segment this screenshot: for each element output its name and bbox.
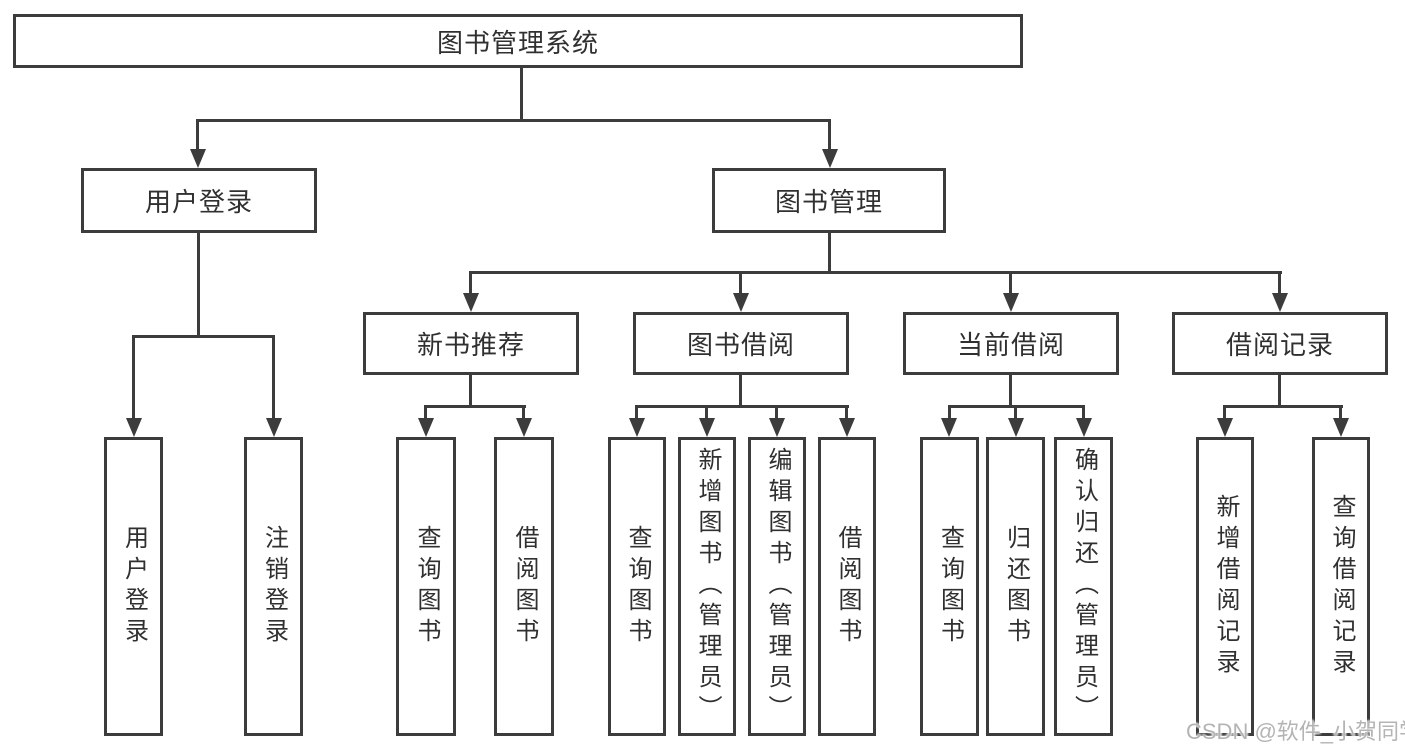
arrowhead-down-icon	[1008, 418, 1024, 437]
node-user-login: 用户登录	[81, 168, 317, 233]
leaf-user-login: 用户登录	[104, 437, 163, 736]
connector-drop-leaf	[705, 405, 708, 422]
node-book-borrow: 图书借阅	[633, 312, 849, 375]
leaf-query-books-label: 查询图书	[624, 524, 651, 649]
leaf-query-books-label: 查询图书	[936, 524, 964, 649]
arrowhead-down-icon	[733, 293, 749, 312]
leaf-confirm-return-admin-label: 确认归还（管理员）	[1070, 447, 1098, 726]
connector-drop-leaf	[1339, 405, 1342, 422]
node-root-label: 图书管理系统	[436, 27, 599, 58]
connector-drop-book-management	[828, 119, 831, 152]
connector-drop-leaf	[635, 405, 638, 422]
connector-drop-leaf	[424, 405, 427, 422]
leaf-add-borrow-record: 新增借阅记录	[1196, 437, 1254, 736]
arrowhead-down-icon	[699, 418, 715, 437]
connector-drop-leaf	[1014, 405, 1017, 422]
arrowhead-down-icon	[941, 418, 957, 437]
arrowhead-down-icon	[463, 293, 479, 312]
node-book-management: 图书管理	[712, 168, 946, 233]
leaf-add-borrow-record-label: 新增借阅记录	[1212, 493, 1239, 680]
connector-book-borrow-trunk	[739, 375, 742, 407]
connector-user-login-trunk	[197, 232, 200, 338]
leaf-return-books: 归还图书	[986, 437, 1045, 736]
leaf-query-books-label: 查询图书	[413, 524, 440, 649]
connector-drop-user-login	[196, 119, 199, 152]
connector-drop-leaf	[775, 405, 778, 422]
arrowhead-down-icon	[1217, 418, 1233, 437]
arrowhead-down-icon	[1076, 418, 1092, 437]
connector-borrow-records-trunk	[1278, 375, 1281, 407]
connector-drop-leaf	[522, 405, 525, 422]
connector-borrow-records-branch	[1223, 405, 1343, 408]
node-current-borrow-label: 当前借阅	[956, 330, 1065, 360]
csdn-watermark: CSDN @软件_小贺同学	[1186, 719, 1405, 744]
node-new-book-recommend: 新书推荐	[363, 312, 579, 375]
connector-book-management-trunk	[828, 232, 831, 273]
node-user-login-label: 用户登录	[144, 187, 253, 217]
connector-drop-leaf	[948, 405, 951, 422]
node-borrow-records-label: 借阅记录	[1225, 330, 1334, 360]
arrowhead-down-icon	[516, 418, 532, 437]
leaf-edit-books-admin: 编辑图书（管理员）	[748, 437, 806, 736]
arrowhead-down-icon	[418, 418, 434, 437]
connector-root-trunk	[520, 67, 523, 120]
leaf-add-books-admin: 新增图书（管理员）	[678, 437, 736, 736]
connector-drop-borrow-records	[1278, 271, 1281, 296]
leaf-query-books: 查询图书	[396, 437, 456, 736]
arrowhead-down-icon	[266, 418, 282, 437]
connector-current-borrow-trunk	[1009, 375, 1012, 407]
leaf-query-books: 查询图书	[920, 437, 979, 736]
leaf-logout: 注销登录	[244, 437, 303, 736]
leaf-confirm-return-admin: 确认归还（管理员）	[1054, 437, 1113, 736]
connector-drop-leaf	[1082, 405, 1085, 422]
arrowhead-down-icon	[629, 418, 645, 437]
connector-drop-logout-leaf	[272, 335, 275, 422]
connector-new-book-branch	[424, 405, 526, 408]
node-current-borrow: 当前借阅	[903, 312, 1119, 375]
arrowhead-down-icon	[126, 418, 142, 437]
arrowhead-down-icon	[822, 149, 838, 168]
connector-level2-branch	[197, 119, 831, 122]
connector-drop-leaf	[845, 405, 848, 422]
connector-new-book-trunk	[469, 375, 472, 407]
leaf-borrow-books: 借阅图书	[494, 437, 554, 736]
connector-book-borrow-branch	[635, 405, 849, 408]
connector-drop-new-book	[469, 271, 472, 296]
leaf-borrow-books: 借阅图书	[818, 437, 876, 736]
arrowhead-down-icon	[839, 418, 855, 437]
node-root-library-system: 图书管理系统	[13, 14, 1023, 68]
arrowhead-down-icon	[190, 149, 206, 168]
leaf-edit-books-admin-label: 编辑图书（管理员）	[764, 447, 791, 726]
leaf-add-books-admin-label: 新增图书（管理员）	[694, 447, 721, 726]
arrowhead-down-icon	[1333, 418, 1349, 437]
connector-drop-current-borrow	[1009, 271, 1012, 296]
leaf-query-books: 查询图书	[608, 437, 666, 736]
node-new-book-recommend-label: 新书推荐	[416, 330, 525, 360]
connector-drop-book-borrow	[739, 271, 742, 296]
leaf-logout-label: 注销登录	[260, 524, 288, 649]
arrowhead-down-icon	[1272, 293, 1288, 312]
connector-drop-login-leaf	[132, 335, 135, 422]
arrowhead-down-icon	[769, 418, 785, 437]
connector-user-login-branch	[132, 335, 275, 338]
leaf-return-books-label: 归还图书	[1002, 524, 1030, 649]
leaf-user-login-label: 用户登录	[120, 524, 148, 649]
node-borrow-records: 借阅记录	[1172, 312, 1388, 375]
leaf-query-borrow-record: 查询借阅记录	[1312, 437, 1370, 736]
node-book-management-label: 图书管理	[774, 187, 883, 217]
leaf-query-borrow-record-label: 查询借阅记录	[1328, 493, 1355, 680]
connector-drop-leaf	[1223, 405, 1226, 422]
connector-level3-branch	[469, 271, 1282, 274]
leaf-borrow-books-label: 借阅图书	[511, 524, 538, 649]
arrowhead-down-icon	[1003, 293, 1019, 312]
node-book-borrow-label: 图书借阅	[686, 330, 795, 360]
leaf-borrow-books-label: 借阅图书	[834, 524, 861, 649]
